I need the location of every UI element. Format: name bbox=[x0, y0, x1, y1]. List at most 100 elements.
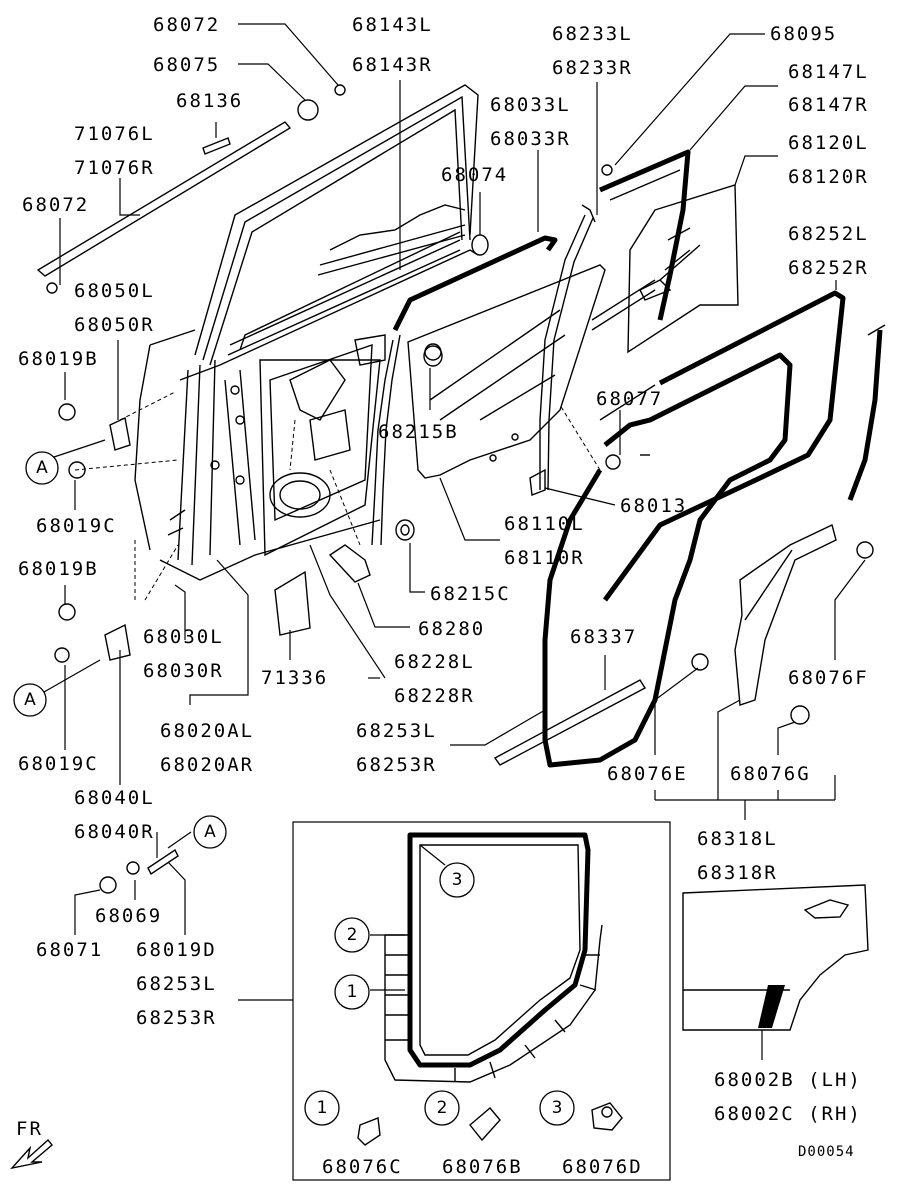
label-68120r: 68120R bbox=[788, 166, 869, 188]
label-68280: 68280 bbox=[418, 618, 485, 640]
label-68072-top: 68072 bbox=[153, 14, 220, 36]
screw-68095 bbox=[601, 164, 613, 176]
quarter-window bbox=[591, 149, 739, 354]
label-68120l: 68120L bbox=[788, 132, 869, 154]
label-68033r: 68033R bbox=[490, 128, 571, 150]
svg-text:A: A bbox=[36, 458, 48, 478]
label-68040r: 68040R bbox=[74, 821, 155, 843]
door-check-hardware bbox=[99, 848, 179, 894]
label-71076r: 71076R bbox=[74, 157, 155, 179]
label-68143r: 68143R bbox=[352, 54, 433, 76]
label-68147r: 68147R bbox=[788, 94, 869, 116]
svg-text:3: 3 bbox=[452, 870, 463, 890]
inset-circle-1-bottom: 1 bbox=[304, 1090, 340, 1126]
wheel-arch-garnish bbox=[691, 524, 874, 725]
label-68050r: 68050R bbox=[74, 314, 155, 336]
strip-68337 bbox=[493, 679, 646, 766]
label-68136: 68136 bbox=[176, 90, 243, 112]
label-68019d: 68019D bbox=[136, 939, 217, 961]
label-68253l: 68253L bbox=[356, 720, 437, 742]
inset-circle-2-left: 2 bbox=[334, 917, 370, 953]
leader-lines bbox=[29, 23, 866, 1060]
callout-a-upper: A bbox=[25, 451, 59, 485]
label-68074: 68074 bbox=[441, 164, 508, 186]
diagram-id: D00054 bbox=[798, 1144, 855, 1160]
label-68228r: 68228R bbox=[394, 685, 475, 707]
label-68233l: 68233L bbox=[552, 23, 633, 45]
label-68076c: 68076C bbox=[322, 1156, 403, 1178]
door-outer-frame bbox=[371, 235, 558, 546]
inset-circle-3-bottom: 3 bbox=[539, 1090, 575, 1126]
label-68071: 68071 bbox=[36, 939, 103, 961]
svg-text:1: 1 bbox=[317, 1098, 328, 1118]
svg-text:FR: FR bbox=[16, 1118, 43, 1140]
label-68069: 68069 bbox=[95, 905, 162, 927]
label-68076f: 68076F bbox=[788, 667, 869, 689]
label-68337: 68337 bbox=[570, 626, 637, 648]
label-68110l: 68110L bbox=[504, 513, 585, 535]
part-labels: 68072 68075 68136 71076L 71076R 68072 68… bbox=[18, 14, 869, 1178]
grommet-68074 bbox=[471, 234, 489, 256]
label-68076d: 68076D bbox=[562, 1156, 643, 1178]
door-opening-weatherstrip bbox=[542, 352, 793, 768]
label-68252l: 68252L bbox=[788, 223, 869, 245]
svg-text:2: 2 bbox=[347, 925, 358, 945]
label-68147l: 68147L bbox=[788, 61, 869, 83]
label-68019c-lower: 68019C bbox=[18, 753, 99, 775]
parts-illustration bbox=[36, 84, 886, 1031]
label-68019b-upper: 68019B bbox=[18, 348, 99, 370]
label-68002b: 68002B (LH) bbox=[714, 1069, 862, 1091]
label-68019b-lower: 68019B bbox=[18, 558, 99, 580]
label-68253l-inset: 68253L bbox=[136, 973, 217, 995]
bolt-68077 bbox=[605, 454, 621, 470]
label-68020ar: 68020AR bbox=[160, 754, 254, 776]
label-68040l: 68040L bbox=[74, 787, 155, 809]
label-68253r-inset: 68253R bbox=[136, 1007, 217, 1029]
label-68030r: 68030R bbox=[143, 660, 224, 682]
label-68318r: 68318R bbox=[697, 862, 778, 884]
glass-run-channel bbox=[539, 204, 596, 491]
label-68076g: 68076G bbox=[730, 763, 811, 785]
label-68020al: 68020AL bbox=[160, 720, 254, 742]
svg-text:1: 1 bbox=[347, 982, 358, 1002]
door-hinges bbox=[54, 403, 131, 663]
label-68095: 68095 bbox=[770, 23, 837, 45]
label-68143l: 68143L bbox=[352, 14, 433, 36]
sealer-71336 bbox=[274, 570, 311, 636]
label-68318l: 68318L bbox=[697, 828, 778, 850]
svg-text:A: A bbox=[204, 822, 216, 842]
label-71076l: 71076L bbox=[74, 123, 155, 145]
label-68002c: 68002C (RH) bbox=[714, 1103, 862, 1125]
label-68033l: 68033L bbox=[490, 94, 571, 116]
label-68072-left: 68072 bbox=[22, 194, 89, 216]
inset-circle-2-bottom: 2 bbox=[424, 1090, 460, 1126]
label-68252r: 68252R bbox=[788, 257, 869, 279]
inset-circle-3-top: 3 bbox=[439, 862, 475, 898]
label-68228l: 68228L bbox=[394, 651, 475, 673]
label-68077: 68077 bbox=[596, 388, 663, 410]
phantom-lines bbox=[74, 391, 601, 601]
label-71336: 71336 bbox=[261, 667, 328, 689]
label-68050l: 68050L bbox=[74, 280, 155, 302]
front-arrow-icon: FR bbox=[10, 1118, 53, 1170]
label-68030l: 68030L bbox=[143, 626, 224, 648]
svg-text:A: A bbox=[24, 690, 36, 710]
label-68253r: 68253R bbox=[356, 754, 437, 776]
door-shell bbox=[134, 84, 479, 581]
clip-68013 bbox=[529, 468, 546, 496]
label-68233r: 68233R bbox=[552, 57, 633, 79]
svg-text:3: 3 bbox=[552, 1098, 563, 1118]
label-68215b: 68215B bbox=[378, 421, 459, 443]
label-68013: 68013 bbox=[620, 495, 687, 517]
pad-68280 bbox=[328, 544, 371, 583]
label-68019c-upper: 68019C bbox=[36, 515, 117, 537]
label-68076b: 68076B bbox=[442, 1156, 523, 1178]
inset-circle-1-left: 1 bbox=[334, 974, 370, 1010]
door-outer-panel bbox=[682, 884, 869, 1031]
svg-text:2: 2 bbox=[437, 1098, 448, 1118]
glass-mounts bbox=[395, 345, 443, 541]
body-weatherstrip bbox=[599, 290, 886, 602]
label-68215c: 68215C bbox=[430, 583, 511, 605]
callout-a-check: A bbox=[193, 815, 227, 849]
